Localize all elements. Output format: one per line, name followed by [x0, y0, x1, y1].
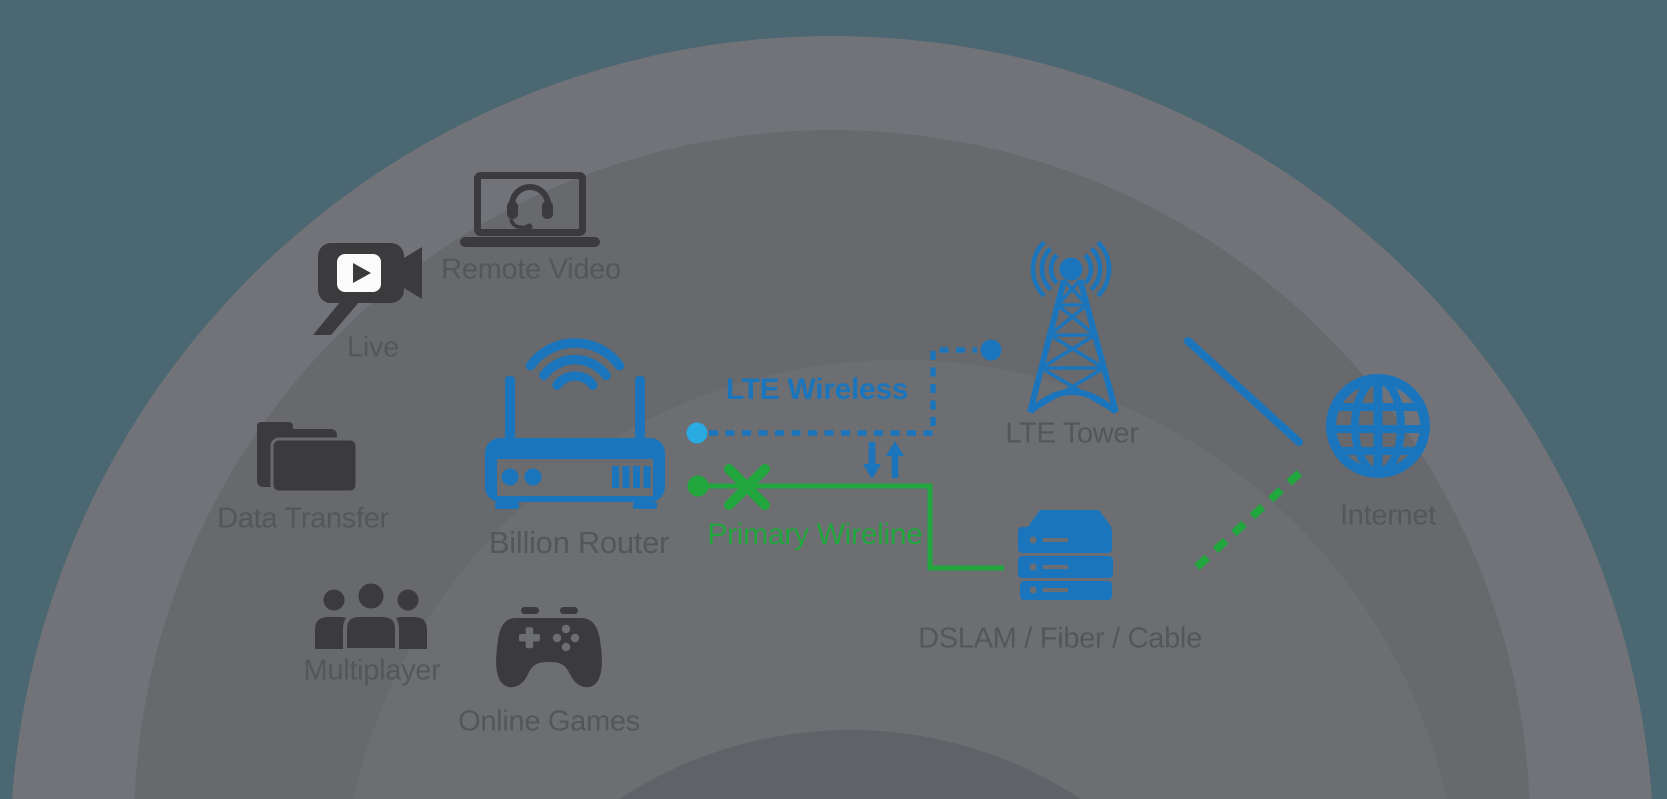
dslam-label: DSLAM / Fiber / Cable: [918, 622, 1202, 655]
gamepad-icon: [496, 607, 602, 688]
tower-to-internet-line: [1184, 337, 1303, 446]
router-wan-port-dot: [687, 475, 709, 497]
video-camera-icon: [313, 243, 422, 335]
lte-wireless-label: LTE Wireless: [725, 373, 909, 406]
server-stack-icon: [1018, 510, 1113, 600]
tower-endpoint-dot: [980, 339, 1002, 361]
router-lte-port-dot: [686, 422, 708, 444]
dslam-to-internet-dashed-line: [1194, 465, 1308, 570]
laptop-headset-icon: [460, 172, 600, 247]
data-transfer-label: Data Transfer: [217, 502, 389, 535]
people-group-icon: [315, 579, 427, 652]
lte-tower-label: LTE Tower: [1005, 417, 1139, 450]
globe-icon: [1326, 374, 1430, 478]
online-games-label: Online Games: [458, 705, 640, 738]
broken-link-x-icon: [724, 464, 770, 510]
primary-wireline-label: Primary Wireline: [707, 518, 923, 551]
primary-wireline-link: [687, 464, 1004, 571]
failover-arrows-icon: [863, 441, 904, 479]
remote-video-label: Remote Video: [441, 253, 621, 286]
internet-label: Internet: [1340, 499, 1436, 532]
wifi-router-icon: [485, 338, 665, 509]
billion-router-label: Billion Router: [488, 525, 670, 560]
multiplayer-label: Multiplayer: [303, 654, 441, 687]
antenna-tower-icon: [1027, 240, 1119, 415]
folders-icon: [257, 422, 359, 494]
live-label: Live: [347, 331, 399, 364]
lte-wireless-link: [686, 339, 1002, 444]
